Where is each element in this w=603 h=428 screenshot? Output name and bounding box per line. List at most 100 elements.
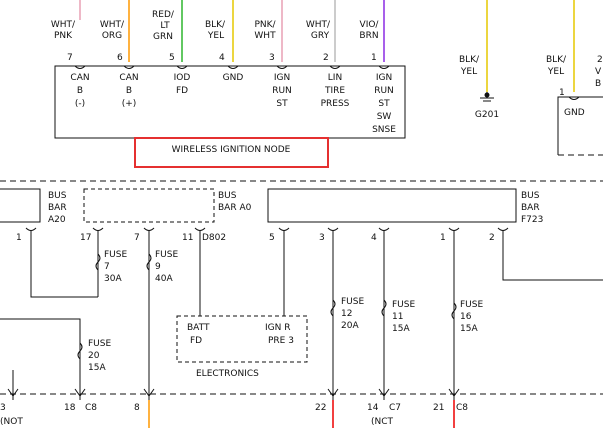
fuse-symbols — [77, 253, 457, 360]
pin-func: (-) — [75, 99, 85, 109]
pin-func: SNSE — [372, 125, 396, 135]
ground-label: G201 — [475, 110, 499, 120]
pin-func: IOD — [174, 73, 191, 83]
pin-number: 2 — [489, 233, 495, 243]
fuse-label: FUSE — [460, 300, 483, 310]
module-name-highlight — [134, 137, 329, 168]
fuse-label: 15A — [88, 363, 106, 373]
bottom-pin-labels: 3 (NOT 18 C8 8 22 14 C7 (NCT 21 C8 — [0, 403, 468, 427]
splice-dot — [484, 92, 490, 98]
pin-number: 5 — [169, 53, 175, 63]
wire-color-line: RED/ — [152, 10, 175, 20]
pin-number: 4 — [371, 233, 377, 243]
bus-label: A20 — [48, 215, 66, 225]
bus-label: BAR A0 — [218, 203, 252, 213]
bus-label: BAR — [521, 203, 540, 213]
pin-func: ST — [276, 99, 288, 109]
bus-label: BUS — [48, 191, 67, 201]
fuse-label: 15A — [392, 324, 410, 334]
pin-number: 4 — [219, 53, 225, 63]
wire-color-line: BLK/ — [459, 55, 480, 65]
fuse-12-symbol — [330, 299, 336, 317]
electronics-input: PRE 3 — [268, 336, 294, 346]
pin-number: 8 — [134, 403, 140, 413]
fuse-label: FUSE — [104, 250, 127, 260]
fuse-7-symbol — [95, 253, 101, 271]
pin-func: IGN — [274, 73, 290, 83]
pin-number: 17 — [80, 233, 91, 243]
wire-color-line: PNK/ — [254, 20, 276, 30]
wire-color-line: BLK/ — [205, 20, 226, 30]
connector-id: C7 — [389, 403, 401, 413]
module-name: WIRELESS IGNITION NODE — [172, 145, 291, 155]
pin-func: FD — [176, 86, 188, 96]
bus-label: BUS — [521, 191, 540, 201]
fuse-label: 30A — [104, 274, 122, 284]
wire-color-line: PNK — [54, 31, 73, 41]
pin-number: 1 — [16, 233, 22, 243]
connector-id: D802 — [202, 233, 226, 243]
fuse-9-symbol — [146, 253, 152, 271]
top-wire-labels: WHT/ PNK WHT/ ORG RED/ LT GRN BLK/ YEL P… — [51, 10, 380, 42]
ground-g201: BLK/ YEL G201 — [459, 55, 499, 120]
fuse-label: 7 — [104, 262, 110, 272]
pin-func: RUN — [374, 86, 394, 96]
pin-number: 3 — [319, 233, 325, 243]
pin-number: 7 — [134, 233, 140, 243]
wire-color-line: LT — [160, 21, 170, 31]
fuse-20-symbol — [77, 342, 83, 360]
bus-label: BAR — [48, 203, 67, 213]
top-pin-numbers: 7 6 5 4 3 2 1 — [67, 53, 377, 63]
top-pin-terminals — [74, 65, 390, 69]
pin-func: GND — [223, 73, 244, 83]
bus-bar-a0-box — [83, 188, 215, 223]
pin-number: 1 — [440, 233, 446, 243]
pin-number: 7 — [67, 53, 73, 63]
bottom-wire-stubs — [148, 400, 455, 428]
pin-number: 3 — [269, 53, 275, 63]
pin-number: 6 — [117, 53, 123, 63]
bus-bar-f723-box — [267, 188, 517, 223]
bus-pin-numbers: 1 17 7 11 D802 5 3 4 1 2 — [16, 233, 495, 243]
connector-id: C8 — [85, 403, 97, 413]
bottom-terminals — [7, 388, 460, 397]
pin-func: CAN — [119, 73, 138, 83]
wire-color-line: YEL — [460, 67, 477, 77]
pin-func: SW — [377, 112, 392, 122]
fuse-label: 12 — [341, 309, 352, 319]
electronics-input: BATT — [187, 323, 210, 333]
wire-color-line: B — [595, 79, 601, 89]
wire-color-line: YEL — [547, 67, 564, 77]
pin-number: 5 — [269, 233, 275, 243]
pin-func: RUN — [272, 86, 292, 96]
wire-color-line: WHT/ — [51, 20, 76, 30]
wire-color-line: GRY — [311, 31, 330, 41]
module-pin-functions: CAN B (-) CAN B (+) IOD FD GND IGN RUN S… — [70, 73, 396, 135]
bus-label: F723 — [521, 215, 543, 225]
connector-note: (NOT — [0, 417, 23, 427]
fuse-labels: FUSE 7 30A FUSE 9 40A FUSE 20 15A FUSE 1… — [88, 250, 483, 373]
pin-func: TIRE — [324, 86, 345, 96]
fuse-label: FUSE — [392, 300, 415, 310]
fuse-label: 20 — [88, 351, 100, 361]
connector-note: (NCT — [371, 417, 394, 427]
electronics-input: IGN R — [265, 323, 290, 333]
pin-func: PRESS — [321, 99, 350, 109]
pin-number: 21 — [433, 403, 444, 413]
electronics-input: FD — [190, 336, 202, 346]
pin-func: ST — [378, 99, 390, 109]
wire-color-line: BRN — [359, 31, 378, 41]
fuse-label: 40A — [155, 274, 173, 284]
circuit-wires — [0, 231, 603, 400]
electronics-caption: ELECTRONICS — [196, 369, 259, 379]
pin-number: 3 — [0, 403, 6, 413]
wire-color-line: VIO/ — [360, 20, 380, 30]
fuse-label: 20A — [341, 321, 359, 331]
wire-color-line: WHT — [254, 31, 276, 41]
fuse-label: 11 — [392, 312, 403, 322]
wire-color-line: WHT/ — [306, 20, 331, 30]
fuse-label: 9 — [155, 262, 161, 272]
fuse-label: 15A — [460, 324, 478, 334]
wire-color-line: ORG — [102, 31, 122, 41]
